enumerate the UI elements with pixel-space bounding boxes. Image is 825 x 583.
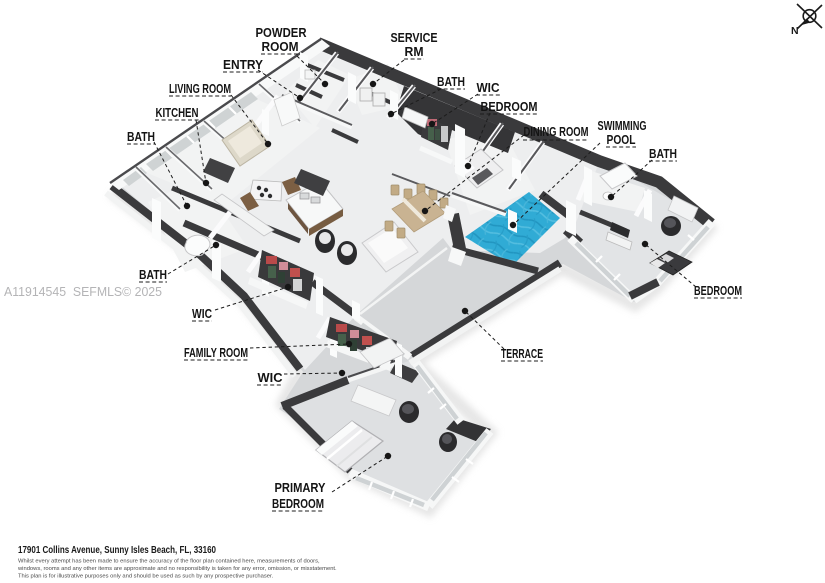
svg-text:A11914545 SEFMLS© 2025: A11914545 SEFMLS© 2025 <box>4 284 162 299</box>
svg-text:WIC: WIC <box>258 370 284 385</box>
svg-text:PRIMARY: PRIMARY <box>275 480 326 495</box>
svg-text:RM: RM <box>405 44 424 59</box>
svg-text:This plan is for illustrative: This plan is for illustrative purposes o… <box>18 574 274 580</box>
svg-text:ROOM: ROOM <box>262 39 299 54</box>
svg-text:KITCHEN: KITCHEN <box>156 105 199 120</box>
svg-text:Whilst every attempt has been: Whilst every attempt has been made to en… <box>18 559 320 565</box>
svg-text:SWIMMING: SWIMMING <box>598 118 647 133</box>
svg-text:BATH: BATH <box>649 146 677 161</box>
svg-text:BEDROOM: BEDROOM <box>694 283 742 298</box>
svg-text:DINING ROOM: DINING ROOM <box>524 124 589 139</box>
svg-text:LIVING ROOM: LIVING ROOM <box>169 81 231 96</box>
svg-text:POWDER: POWDER <box>256 25 308 40</box>
svg-text:SERVICE: SERVICE <box>391 30 438 45</box>
svg-text:BEDROOM: BEDROOM <box>481 99 538 114</box>
svg-text:17901 Collins Avenue, Sunny Is: 17901 Collins Avenue, Sunny Isles Beach,… <box>18 545 216 556</box>
svg-text:BATH: BATH <box>127 129 155 144</box>
svg-text:WIC: WIC <box>477 80 501 95</box>
svg-text:BEDROOM: BEDROOM <box>272 496 324 511</box>
svg-text:FAMILY ROOM: FAMILY ROOM <box>184 345 248 360</box>
svg-text:WIC: WIC <box>192 306 212 321</box>
svg-text:windows, rooms and any other i: windows, rooms and any other items are a… <box>17 566 337 572</box>
svg-text:TERRACE: TERRACE <box>501 346 543 361</box>
svg-text:BATH: BATH <box>139 267 167 282</box>
svg-text:BATH: BATH <box>437 74 465 89</box>
svg-text:ENTRY: ENTRY <box>223 57 263 72</box>
svg-text:POOL: POOL <box>607 132 636 147</box>
svg-text:N: N <box>791 25 799 37</box>
